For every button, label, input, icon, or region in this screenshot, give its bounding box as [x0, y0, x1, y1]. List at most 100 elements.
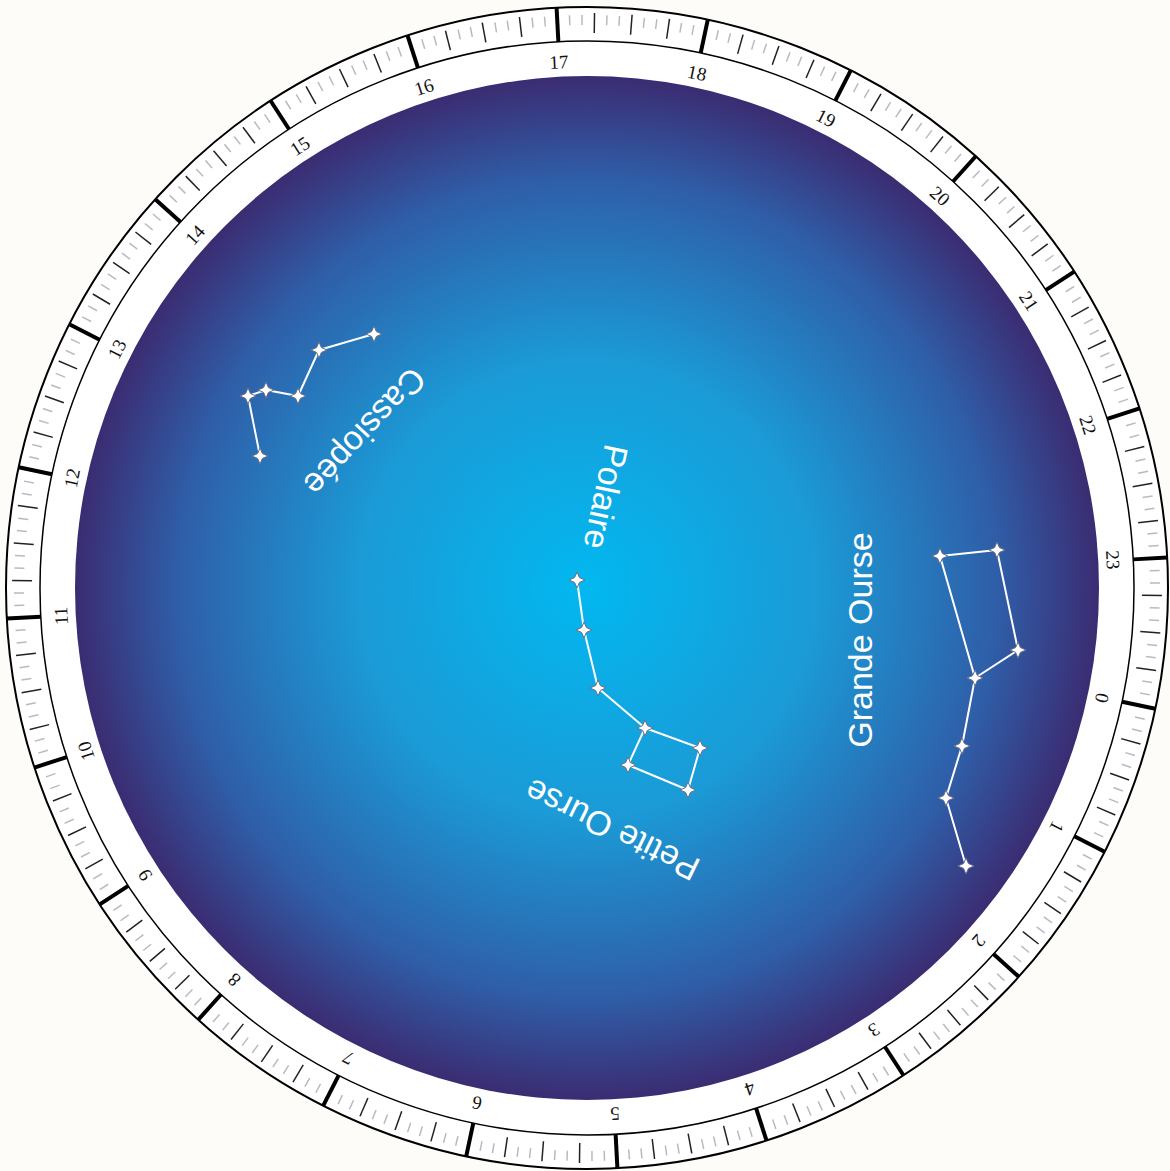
tick — [1119, 399, 1128, 402]
tick — [934, 1032, 940, 1040]
tick — [818, 1101, 822, 1110]
tick — [1142, 681, 1152, 683]
tick — [616, 1134, 618, 1168]
tick — [531, 18, 533, 28]
tick — [1140, 632, 1160, 634]
tick — [749, 1127, 752, 1137]
tick — [7, 617, 41, 619]
constellation-line — [628, 765, 688, 790]
tick — [444, 1133, 447, 1143]
tick — [793, 1103, 800, 1122]
tick — [155, 199, 180, 222]
tick — [716, 30, 718, 40]
tick — [1090, 330, 1099, 335]
tick — [904, 1053, 910, 1061]
tick — [772, 46, 779, 65]
tick — [1052, 266, 1060, 272]
tick — [196, 169, 203, 176]
tick-ring — [40, 41, 1134, 1135]
tick — [75, 841, 84, 846]
tick — [873, 1073, 878, 1082]
tick — [175, 975, 189, 989]
tick — [495, 22, 497, 32]
hour-ticks — [7, 8, 1167, 1168]
tick — [14, 543, 34, 545]
tick — [971, 1000, 978, 1007]
tick — [135, 935, 143, 941]
tick — [652, 1139, 654, 1159]
tick — [1084, 319, 1093, 324]
tick — [18, 518, 28, 519]
star — [680, 782, 696, 798]
hour-number: 18 — [685, 61, 708, 84]
tick — [692, 25, 694, 35]
tick — [408, 1123, 411, 1132]
constellation-line — [688, 748, 700, 790]
tick — [261, 1045, 272, 1061]
constellation-line — [946, 798, 966, 866]
tick — [407, 35, 418, 67]
tick — [170, 195, 177, 202]
constellation-line — [946, 746, 962, 798]
tick — [39, 420, 49, 423]
tick — [1135, 717, 1145, 719]
tick — [982, 179, 989, 186]
tick — [763, 44, 766, 53]
tick — [1097, 807, 1115, 815]
tick — [581, 15, 583, 25]
tick — [591, 1151, 593, 1161]
star — [967, 670, 983, 686]
tick — [384, 1114, 388, 1123]
tick — [1044, 902, 1060, 913]
tick — [701, 20, 708, 53]
star — [954, 738, 970, 754]
tick — [840, 1091, 845, 1100]
tick — [68, 827, 86, 836]
tick — [22, 493, 32, 495]
star — [366, 326, 382, 342]
tick — [851, 1085, 856, 1094]
tick — [93, 294, 110, 304]
tick — [22, 689, 42, 693]
tick — [285, 101, 290, 110]
tick — [1140, 693, 1150, 695]
tick — [185, 990, 192, 997]
tick — [738, 35, 743, 54]
tick — [12, 580, 32, 582]
tick — [1094, 833, 1103, 837]
tick — [985, 187, 999, 201]
star — [692, 740, 708, 756]
tick — [29, 457, 39, 459]
tick — [231, 1024, 243, 1040]
tick — [18, 505, 38, 508]
hour-number: 23 — [1103, 550, 1123, 570]
tick — [252, 1045, 258, 1053]
tick — [126, 920, 142, 932]
tick — [24, 481, 34, 483]
star — [932, 548, 948, 564]
tick — [30, 725, 49, 730]
tick — [1150, 607, 1160, 609]
tick — [14, 604, 24, 606]
star — [938, 790, 954, 806]
tick — [186, 176, 200, 190]
tick — [1037, 927, 1045, 933]
star — [311, 342, 327, 358]
tick — [1138, 520, 1158, 522]
constellation-line — [248, 396, 260, 456]
star — [576, 622, 592, 638]
tick — [14, 592, 24, 594]
tick — [85, 859, 102, 869]
tick — [1007, 206, 1014, 213]
constellation-figure — [932, 542, 1026, 874]
tick — [1023, 932, 1039, 944]
tick — [914, 1046, 920, 1054]
tick — [293, 1065, 303, 1082]
tick — [143, 944, 151, 950]
tick — [34, 757, 66, 768]
tick — [504, 1137, 507, 1157]
tick — [1064, 886, 1072, 891]
tick — [65, 819, 74, 823]
constellation-line — [319, 334, 374, 350]
tick — [1021, 946, 1029, 952]
